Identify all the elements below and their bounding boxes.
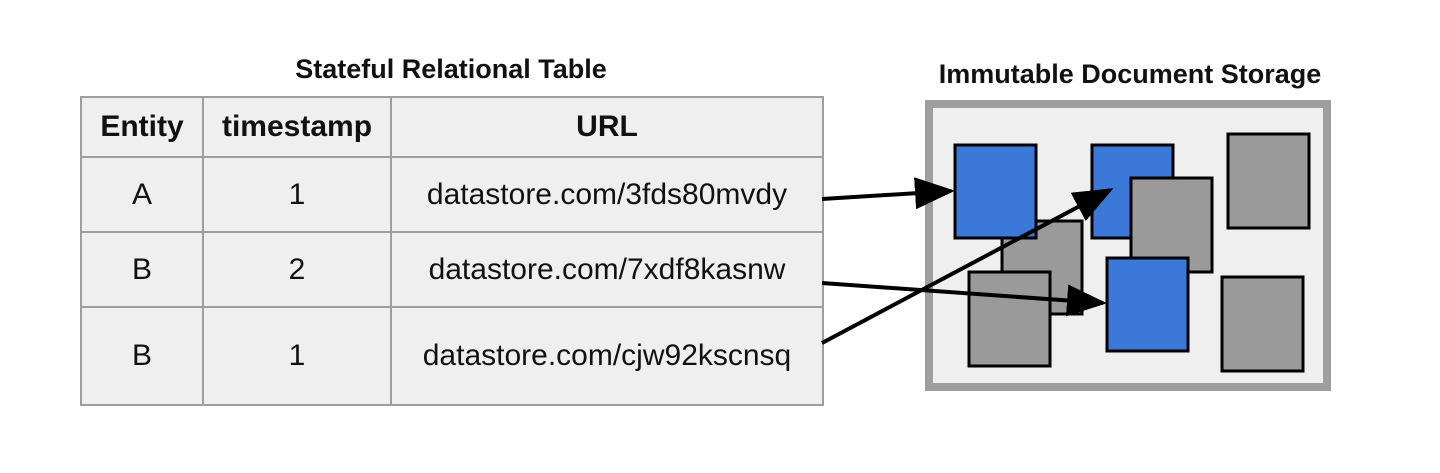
cell-entity: B: [80, 306, 204, 406]
table-row: B 1 datastore.com/cjw92kscnsq: [80, 306, 824, 406]
document-unreferenced: [1129, 176, 1214, 274]
reference-arrow: [821, 188, 1114, 345]
document-unreferenced: [1220, 275, 1305, 373]
cell-timestamp: 1: [202, 306, 392, 406]
cell-timestamp: 2: [202, 231, 392, 308]
document-unreferenced: [1226, 132, 1311, 230]
table-header-row: Entity timestamp URL: [80, 96, 824, 158]
relational-table: Entity timestamp URL A 1 datastore.com/3…: [80, 96, 824, 406]
table-title: Stateful Relational Table: [295, 54, 607, 84]
table-row: A 1 datastore.com/3fds80mvdy: [80, 156, 824, 233]
cell-entity: B: [80, 231, 204, 308]
document-referenced: [1105, 256, 1190, 353]
reference-arrow: [821, 281, 1107, 317]
document-referenced: [953, 143, 1038, 240]
header-timestamp: timestamp: [202, 96, 392, 158]
table-row: B 2 datastore.com/7xdf8kasnw: [80, 231, 824, 308]
cell-timestamp: 1: [202, 156, 392, 233]
header-entity: Entity: [80, 96, 204, 158]
document-unreferenced: [967, 270, 1052, 368]
cell-url: datastore.com/cjw92kscnsq: [390, 306, 824, 406]
cell-url: datastore.com/7xdf8kasnw: [390, 231, 824, 308]
reference-arrow: [821, 177, 955, 210]
cell-entity: A: [80, 156, 204, 233]
cell-url: datastore.com/3fds80mvdy: [390, 156, 824, 233]
storage-title: Immutable Document Storage: [938, 59, 1322, 89]
header-url: URL: [390, 96, 824, 158]
